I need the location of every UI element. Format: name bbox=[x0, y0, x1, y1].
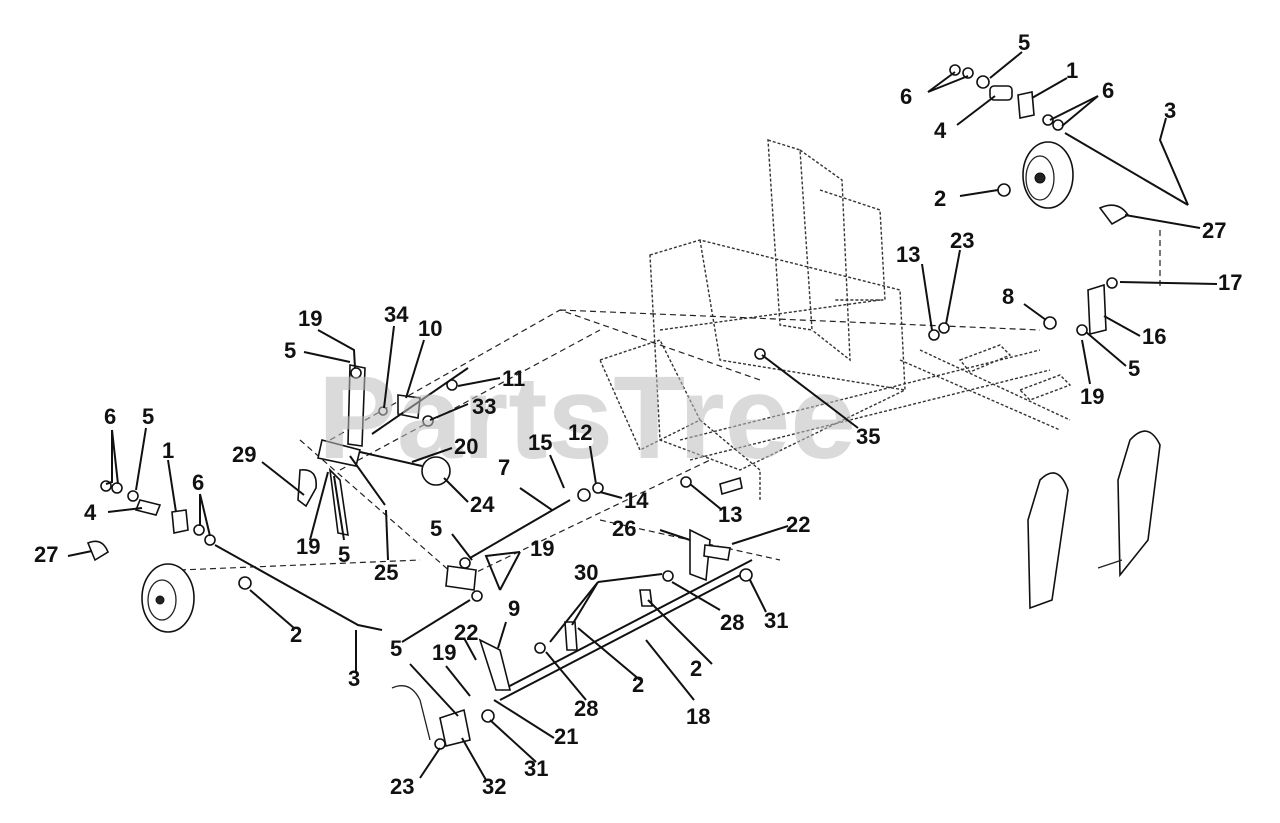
callout-5-mid: 5 bbox=[338, 542, 350, 567]
callout-2-topright: 2 bbox=[934, 186, 946, 211]
callout-17: 17 bbox=[1218, 270, 1242, 295]
callout-14: 14 bbox=[624, 488, 649, 513]
callout-24: 24 bbox=[470, 492, 495, 517]
callout-19-mid: 19 bbox=[296, 534, 320, 559]
upper-right-wheel-assembly bbox=[928, 64, 1189, 341]
callout-4-topright: 4 bbox=[934, 118, 947, 143]
callout-29: 29 bbox=[232, 442, 256, 467]
callout-6-topright-a: 6 bbox=[900, 84, 912, 109]
callout-28-left: 28 bbox=[574, 696, 598, 721]
callout-25: 25 bbox=[374, 560, 398, 585]
callout-1-left: 1 bbox=[162, 438, 174, 463]
callout-6-topright-b: 6 bbox=[1102, 78, 1114, 103]
callout-22-left: 22 bbox=[454, 620, 478, 645]
callout-22-right: 22 bbox=[786, 512, 810, 537]
callout-5-lower: 5 bbox=[430, 516, 442, 541]
callout-5-upper: 5 bbox=[284, 338, 296, 363]
leader-lines bbox=[67, 51, 1218, 781]
callout-9: 9 bbox=[508, 596, 520, 621]
callout-13-mid: 13 bbox=[718, 502, 742, 527]
callout-28-right: 28 bbox=[720, 610, 744, 635]
callout-2-left: 2 bbox=[290, 622, 302, 647]
left-wheel-assembly bbox=[86, 480, 383, 633]
callout-10: 10 bbox=[418, 316, 442, 341]
callout-11: 11 bbox=[502, 366, 525, 391]
lower-linkage bbox=[391, 348, 766, 750]
callout-labels: 5 1 6 6 4 3 2 27 13 23 8 17 16 5 19 35 1… bbox=[34, 30, 1242, 799]
callout-4-left: 4 bbox=[84, 500, 97, 525]
callout-21: 21 bbox=[554, 724, 578, 749]
callout-5-left: 5 bbox=[142, 404, 154, 429]
callout-26: 26 bbox=[612, 516, 636, 541]
callout-6-left: 6 bbox=[104, 404, 116, 429]
callout-19-top: 19 bbox=[298, 306, 322, 331]
callout-5-bottom: 5 bbox=[390, 636, 402, 661]
callout-23-top: 23 bbox=[950, 228, 974, 253]
callout-34: 34 bbox=[384, 302, 409, 327]
callout-3-left: 3 bbox=[348, 666, 360, 691]
callout-13-top: 13 bbox=[896, 242, 920, 267]
callout-12: 12 bbox=[568, 420, 592, 445]
watermark-text: PartsTree bbox=[318, 352, 856, 484]
callout-2-mid: 2 bbox=[632, 672, 644, 697]
callout-6-left-b: 6 bbox=[192, 470, 204, 495]
callout-3-topright: 3 bbox=[1164, 98, 1176, 123]
upper-left-linkage bbox=[297, 364, 469, 537]
callout-31-right: 31 bbox=[764, 608, 788, 633]
callout-30: 30 bbox=[574, 560, 598, 585]
callout-1-topright: 1 bbox=[1066, 58, 1078, 83]
callout-19-bottom: 19 bbox=[432, 640, 456, 665]
callout-5-right: 5 bbox=[1128, 356, 1140, 381]
callout-27-left: 27 bbox=[34, 542, 58, 567]
callout-7: 7 bbox=[498, 455, 510, 480]
callout-33: 33 bbox=[472, 394, 496, 419]
callout-18: 18 bbox=[686, 704, 710, 729]
callout-35: 35 bbox=[856, 424, 880, 449]
callout-31-left: 31 bbox=[524, 756, 548, 781]
callout-2-right: 2 bbox=[690, 656, 702, 681]
callout-32: 32 bbox=[482, 774, 506, 799]
chassis-frame bbox=[179, 139, 1161, 581]
callout-27-right: 27 bbox=[1202, 218, 1226, 243]
callout-23-bottom: 23 bbox=[390, 774, 414, 799]
callout-16: 16 bbox=[1142, 324, 1166, 349]
callout-19-lower: 19 bbox=[530, 536, 554, 561]
callout-15: 15 bbox=[528, 430, 552, 455]
callout-5-topright: 5 bbox=[1018, 30, 1030, 55]
pedal-assembly bbox=[1027, 430, 1161, 610]
callout-19-right: 19 bbox=[1080, 384, 1104, 409]
callout-20: 20 bbox=[454, 434, 478, 459]
callout-8: 8 bbox=[1002, 284, 1014, 309]
